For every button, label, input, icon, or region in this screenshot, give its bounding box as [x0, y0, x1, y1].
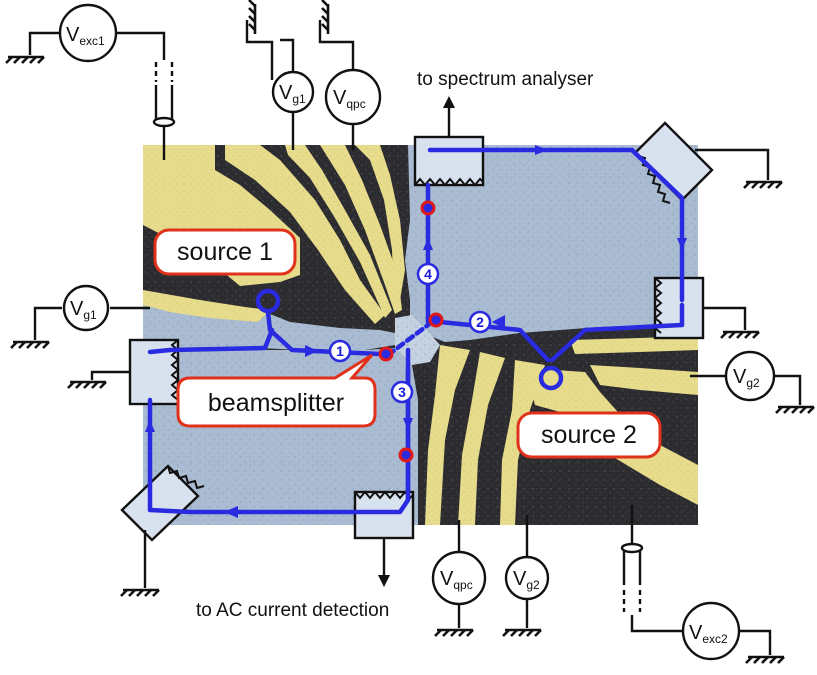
- ground-icon: [745, 655, 785, 664]
- callout-beamsplitter: beamsplitter: [176, 353, 377, 428]
- svg-text:1: 1: [336, 343, 344, 359]
- svg-text:Vexc2: Vexc2: [689, 622, 728, 646]
- svg-text:Vg1: Vg1: [279, 82, 306, 106]
- meter-vexc1: Vexc1: [58, 3, 118, 63]
- ground-icon: [775, 405, 815, 414]
- svg-text:Vg1: Vg1: [70, 298, 97, 322]
- source-1-label: source 1: [177, 238, 273, 266]
- svg-text:Vexc1: Vexc1: [66, 24, 105, 48]
- ground-icon: [434, 628, 474, 637]
- ohmic-contact-icon: [120, 464, 205, 588]
- marker-1: 1: [328, 339, 352, 363]
- marker-2: 2: [468, 310, 492, 334]
- ohmic-contact-icon: [653, 276, 747, 340]
- sample-image: [143, 145, 698, 525]
- coax-cable-icon: [152, 85, 176, 160]
- external-wiring: [28, 20, 802, 655]
- marker-4: 4: [416, 262, 440, 286]
- ground-icon: [502, 628, 542, 637]
- svg-text:3: 3: [398, 384, 406, 400]
- meter-vg1-top: Vg1: [271, 70, 315, 114]
- svg-text:2: 2: [476, 314, 484, 330]
- svg-text:Vqpc: Vqpc: [333, 87, 366, 111]
- beamsplitter-label: beamsplitter: [208, 389, 344, 417]
- ground-icon: [720, 330, 760, 339]
- svg-text:Vqpc: Vqpc: [440, 568, 473, 592]
- callout-source-1: source 1: [153, 228, 297, 276]
- ground-icon: [743, 180, 783, 189]
- ohmic-contact-icon: [353, 490, 415, 587]
- ground-icon: [10, 340, 50, 349]
- ground-icon: [248, 0, 257, 34]
- meter-vexc2: Vexc2: [681, 601, 741, 661]
- ground-icon: [5, 55, 45, 64]
- svg-text:Vg2: Vg2: [733, 366, 760, 390]
- contact-points: [378, 200, 444, 463]
- voltage-meters: Vexc1 Vg1 Vqpc Vg1 Vg2 Vqpc Vg2 Vexc2: [58, 3, 776, 661]
- ground-icon: [67, 380, 107, 389]
- meter-vqpc-bottom: Vqpc: [431, 550, 487, 606]
- svg-text:Vg2: Vg2: [513, 568, 540, 592]
- meter-vqpc-top: Vqpc: [324, 68, 382, 126]
- spectrum-analyser-label: to spectrum analyser: [417, 69, 594, 90]
- meter-vg2-right: Vg2: [724, 350, 776, 402]
- coax-cable-icon: [620, 542, 644, 585]
- ground-icon: [321, 0, 330, 34]
- grounds: [5, 0, 815, 664]
- meter-vg2-bottom: Vg2: [504, 555, 550, 601]
- ohmic-contact-icon: [413, 96, 485, 187]
- marker-3: 3: [390, 380, 414, 404]
- callout-source-2: source 2: [516, 411, 662, 459]
- svg-text:4: 4: [424, 266, 432, 282]
- meter-vg1-left: Vg1: [62, 284, 110, 332]
- numbered-markers: 1 2 3 4: [328, 262, 492, 404]
- ac-detection-label: to AC current detection: [196, 600, 389, 621]
- ground-icon: [120, 588, 160, 597]
- source-2-label: source 2: [541, 421, 637, 449]
- gate-texture: [143, 145, 698, 525]
